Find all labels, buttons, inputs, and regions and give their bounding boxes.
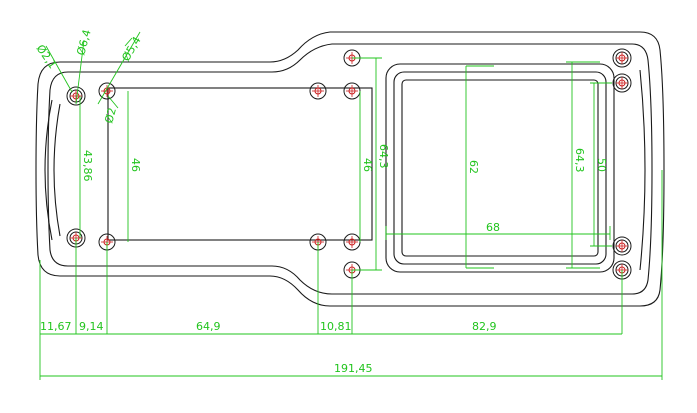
label-68: 68 <box>486 221 500 234</box>
hole-top-second <box>98 82 116 100</box>
label-62: 62 <box>467 160 480 174</box>
hole-bottom-right-of-cutout <box>343 233 361 251</box>
right-edge-arc <box>639 69 646 271</box>
outer-body-outline <box>35 31 665 307</box>
label-d4: Ø2 <box>102 106 119 125</box>
label-total-width: 191,45 <box>334 362 373 375</box>
left-edge-arc-outer <box>44 99 53 241</box>
leader-d3 <box>97 31 141 105</box>
label-left-height: 43,86 <box>81 150 94 182</box>
label-bottom-5: 82,9 <box>472 320 497 333</box>
leader-d2 <box>75 39 85 105</box>
display-screen <box>401 79 599 257</box>
hole-top-mid <box>309 82 327 100</box>
label-d2: Ø6,4 <box>74 28 93 57</box>
mounting-holes <box>66 48 632 280</box>
label-46-left: 46 <box>129 158 142 172</box>
display-frame-inner <box>393 71 607 265</box>
display-frame-outer <box>385 63 615 273</box>
label-64-3-left: 64,3 <box>377 144 390 169</box>
label-50: 50 <box>595 158 608 172</box>
cutout-window <box>107 87 373 241</box>
label-64-3-right: 64,3 <box>573 148 586 173</box>
hole-top-right-of-cutout <box>343 82 361 100</box>
leader-d3-tail <box>124 37 133 47</box>
label-bottom-2: 9,14 <box>79 320 104 333</box>
device-outline <box>35 31 665 307</box>
left-edge-arc-inner <box>53 103 61 237</box>
hole-right-top-1 <box>612 48 632 68</box>
hole-right-bottom-1 <box>612 236 632 256</box>
inner-body-outline <box>47 43 653 295</box>
label-d1: Ø2,1 <box>34 42 60 71</box>
label-bottom-4: 10,81 <box>320 320 352 333</box>
leader-d4 <box>107 95 119 109</box>
label-bottom-1: 11,67 <box>40 320 72 333</box>
label-d3: Ø5,4 <box>119 34 143 63</box>
hole-right-top-2 <box>612 73 632 93</box>
label-bottom-3: 64,9 <box>196 320 221 333</box>
dimension-lines <box>39 31 663 380</box>
leader-d1 <box>45 45 73 93</box>
label-46-right: 46 <box>361 158 374 172</box>
